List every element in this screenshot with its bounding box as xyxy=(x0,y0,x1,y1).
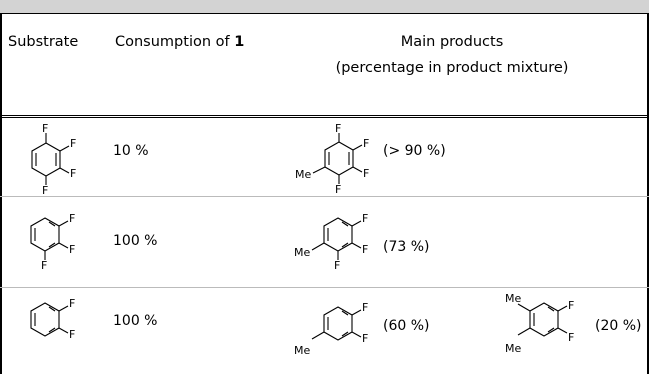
svg-text:F: F xyxy=(362,243,368,256)
header-bottom-rule-2 xyxy=(0,117,649,118)
svg-text:F: F xyxy=(568,331,574,344)
svg-text:F: F xyxy=(69,212,75,225)
svg-text:F: F xyxy=(362,212,368,225)
product-percentage: (20 %) xyxy=(595,318,642,334)
svg-text:F: F xyxy=(335,122,341,135)
column-header-products-line2: (percentage in product mixture) xyxy=(335,60,569,76)
svg-text:F: F xyxy=(362,301,368,314)
svg-text:Me: Me xyxy=(505,292,521,305)
svg-text:F: F xyxy=(362,332,368,345)
svg-text:Me: Me xyxy=(294,344,310,357)
product-percentage: (60 %) xyxy=(383,318,430,334)
svg-text:F: F xyxy=(41,259,47,272)
svg-text:Me: Me xyxy=(295,168,311,181)
column-header-consumption: Consumption of 1 xyxy=(115,34,244,50)
svg-text:Me: Me xyxy=(294,246,310,259)
column-header-products-line1: Main products xyxy=(400,34,504,50)
svg-text:Me: Me xyxy=(505,342,521,355)
product-percentage: (> 90 %) xyxy=(383,143,446,159)
svg-text:F: F xyxy=(42,122,48,135)
svg-text:F: F xyxy=(334,259,340,272)
consumption-value: 100 % xyxy=(113,233,158,249)
svg-text:F: F xyxy=(42,184,48,197)
svg-text:F: F xyxy=(363,167,369,180)
consumption-header-text: Consumption of xyxy=(115,34,235,50)
table-border-right xyxy=(647,13,649,374)
table-caption-bar xyxy=(0,0,649,13)
svg-text:F: F xyxy=(363,137,369,150)
table-border-left xyxy=(0,13,2,374)
svg-text:F: F xyxy=(69,297,75,310)
row-divider-1 xyxy=(0,196,649,197)
consumption-value: 100 % xyxy=(113,313,158,329)
svg-text:F: F xyxy=(568,299,574,312)
consumption-value: 10 % xyxy=(113,143,149,159)
row-divider-2 xyxy=(0,287,649,288)
svg-text:F: F xyxy=(69,328,75,341)
svg-text:F: F xyxy=(69,243,75,256)
svg-text:F: F xyxy=(335,183,341,196)
header-top-rule xyxy=(0,13,649,14)
column-header-substrate: Substrate xyxy=(8,34,79,50)
svg-text:F: F xyxy=(70,167,76,180)
compound-number: 1 xyxy=(234,34,245,50)
product-percentage: (73 %) xyxy=(383,239,430,255)
header-bottom-rule xyxy=(0,115,649,116)
svg-text:F: F xyxy=(70,137,76,150)
